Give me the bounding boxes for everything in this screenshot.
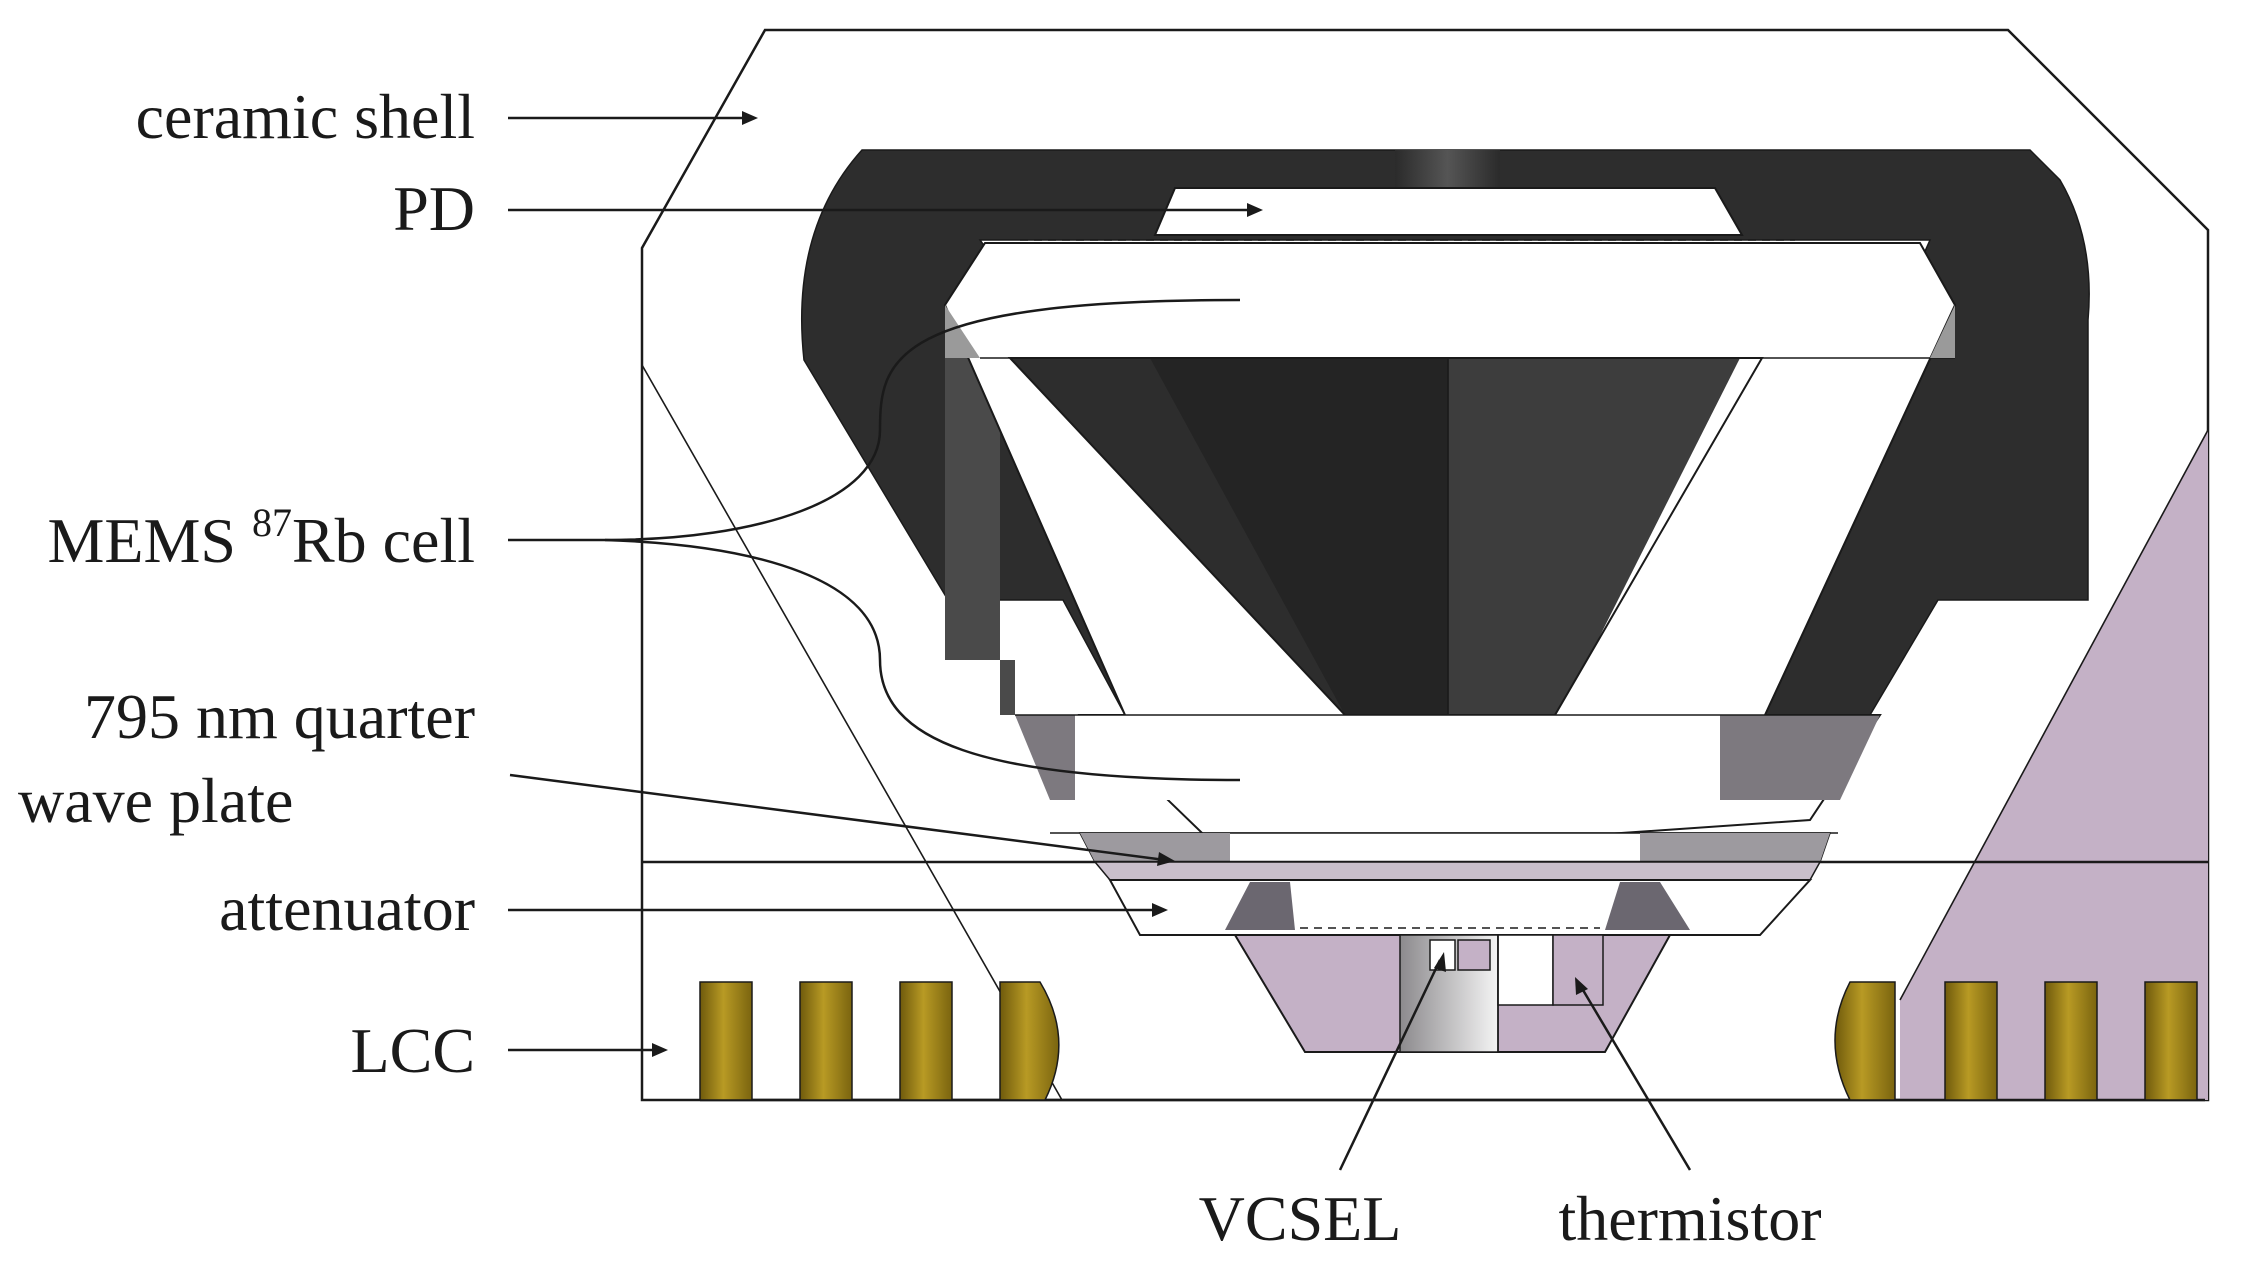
lcc-pin — [899, 981, 953, 1101]
lcc-pin-solder — [999, 981, 1060, 1101]
shell-left-slant — [641, 364, 1063, 1101]
ceramic-shell-lavender-right — [1900, 430, 2208, 1100]
qwp-right-gray — [1640, 833, 1830, 862]
vcsel-leader — [1338, 959, 1442, 1171]
pd-label: PD — [393, 173, 475, 244]
cell-bottom-white-window — [1075, 715, 1720, 800]
lcc-pin — [2044, 981, 2098, 1101]
mems-label-prefix: MEMS — [47, 505, 252, 576]
lcc-pins-right — [1834, 981, 2198, 1101]
lcc-pin — [799, 981, 853, 1101]
thermistor-block — [1552, 934, 1604, 1006]
attenuator-right-wedge — [1605, 882, 1690, 930]
thermistor-leader — [1578, 984, 1692, 1171]
qwp-leader — [509, 773, 1166, 862]
attenuator-left-wedge — [1225, 882, 1295, 930]
lcc-pin — [699, 981, 753, 1101]
lcc-arrowhead — [652, 1043, 668, 1057]
thermistor-cavity — [1497, 934, 1554, 1006]
mems-label-suffix: Rb cell — [292, 505, 475, 576]
lcc-pins-left — [699, 981, 1060, 1101]
lcc-pin-solder — [1834, 981, 1896, 1101]
mems-cell-label: MEMS 87Rb cell — [47, 500, 475, 576]
lcc-pin — [2144, 981, 2198, 1101]
attenuator-plate — [1108, 879, 1813, 936]
mems-leader-lower — [604, 538, 1241, 782]
thermistor-label: thermistor — [1558, 1183, 1821, 1254]
cell-cavity-right-half — [1448, 358, 1740, 715]
cell-right-bevel — [1930, 305, 1955, 358]
cell-left-bevel — [945, 305, 980, 358]
leader-lines — [508, 111, 1692, 1171]
thermistor-arrowhead — [1575, 977, 1588, 995]
qwp-label-line1: 795 nm quarter — [84, 681, 475, 752]
attenuator-arrowhead — [1152, 903, 1168, 917]
lcc-pin — [1944, 981, 1998, 1101]
vcsel-arrowhead — [1434, 952, 1446, 972]
lcc-label: LCC — [351, 1015, 475, 1086]
shell-right-slant — [1899, 429, 2209, 1001]
vcsel-pad — [1457, 939, 1491, 971]
ceramic-shell-label: ceramic shell — [136, 81, 475, 152]
heater-top-gradient — [1395, 150, 1500, 190]
attenuator-layer — [1093, 861, 1822, 881]
qwp-label-line2: wave plate — [18, 765, 293, 836]
vcsel-label: VCSEL — [1199, 1183, 1402, 1254]
mems-leader-upper — [604, 298, 1241, 542]
pd-arrowhead — [1247, 203, 1263, 217]
photodiode-plate — [1153, 187, 1744, 236]
mems-label-superscript: 87 — [252, 500, 292, 545]
qwp-arrowhead — [1157, 852, 1175, 866]
cell-cavity-left-half — [1150, 358, 1448, 715]
attenuator-label: attenuator — [219, 873, 475, 944]
ceramic-shell-arrowhead — [742, 111, 758, 125]
